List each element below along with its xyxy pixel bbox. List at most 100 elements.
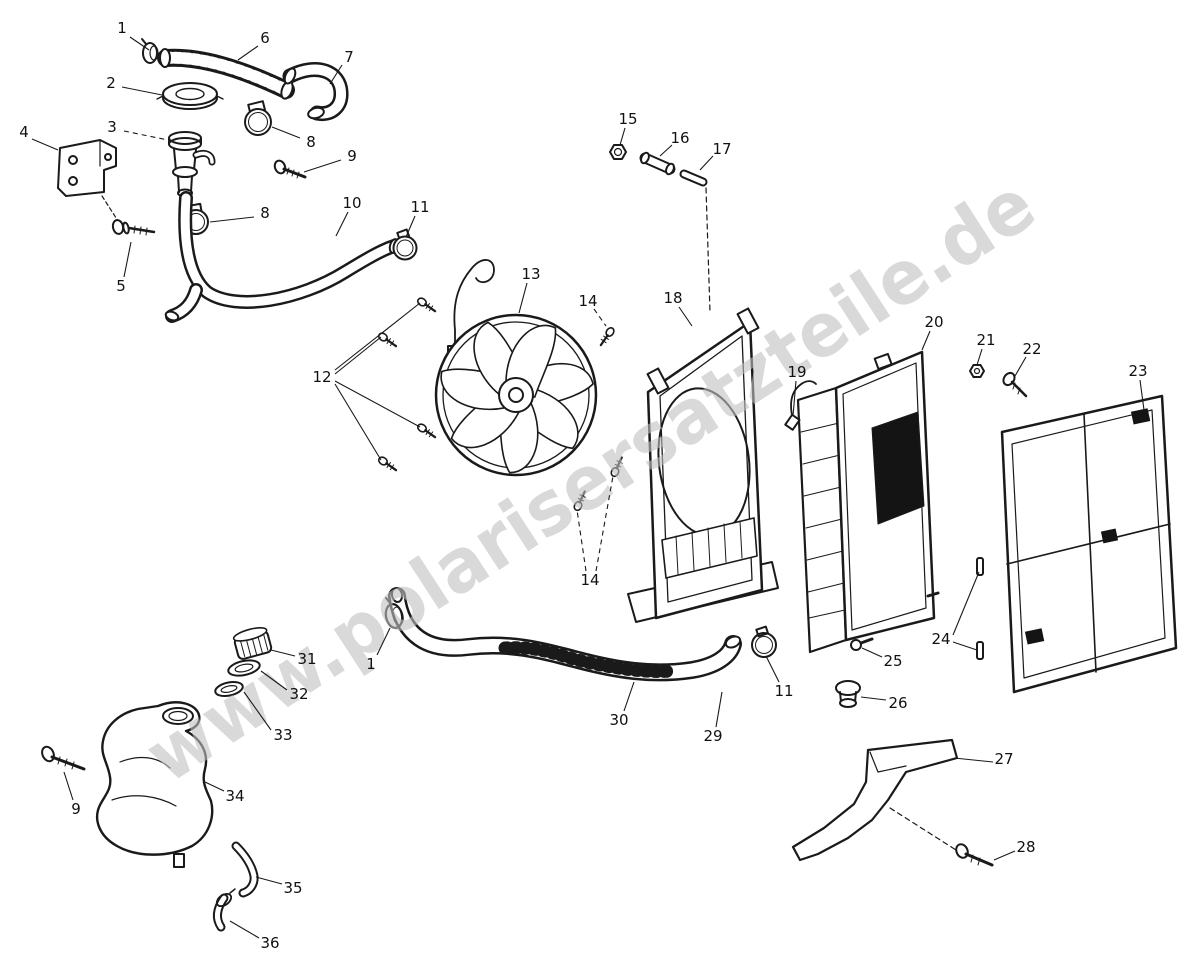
part-number-label: 31	[297, 650, 316, 668]
part-number-label: 20	[924, 313, 943, 331]
hose-clamp-8a-icon	[244, 100, 272, 136]
part-number-label: 30	[609, 711, 628, 729]
leader-line	[1014, 356, 1027, 377]
upper-radiator-hose	[164, 191, 401, 323]
leader-line	[334, 302, 421, 371]
part-number-label: 11	[410, 198, 429, 216]
vent-hose-35	[231, 841, 259, 898]
leader-line	[953, 757, 994, 763]
cooling-fan	[432, 259, 598, 478]
leader-line	[623, 681, 635, 712]
cap-seal-32	[227, 659, 261, 677]
filler-neck	[168, 131, 216, 198]
part-number-label: 3	[107, 118, 117, 136]
part-number-label: 9	[347, 147, 357, 165]
part-number-label: 32	[289, 685, 308, 703]
fan-shroud-frame	[627, 307, 779, 623]
leader-line	[271, 126, 301, 139]
part-number-label: 17	[712, 140, 731, 158]
sensor-wire-19	[784, 380, 817, 431]
part-number-label: 28	[1016, 838, 1035, 856]
leader-line	[270, 649, 296, 657]
leader-line	[209, 216, 255, 223]
leader-line	[765, 655, 780, 683]
leader-line	[593, 308, 607, 327]
coolant-bottle	[95, 701, 214, 868]
part-number-label: 29	[703, 727, 722, 745]
rubber-grommet-26	[835, 680, 861, 708]
radiator	[796, 350, 940, 654]
leader-line	[576, 509, 587, 572]
leader-line	[699, 155, 714, 171]
leader-line	[715, 691, 723, 728]
leader-line	[518, 282, 528, 314]
part-number-label: 23	[1128, 362, 1147, 380]
drain-hose-36	[212, 888, 236, 932]
part-number-label: 1	[366, 655, 376, 673]
lower-bracket-27	[791, 738, 959, 862]
leader-line	[993, 850, 1016, 861]
leader-line	[921, 330, 931, 351]
hose-clamp-11b-icon	[751, 625, 777, 658]
leader-line	[335, 211, 349, 237]
gasket-33	[214, 681, 244, 697]
leader-line	[260, 670, 288, 691]
bottle-cap-31	[232, 627, 273, 660]
mount-bracket	[57, 139, 121, 225]
leader-line	[129, 36, 150, 51]
hose-clamp-1b-icon	[384, 597, 404, 629]
leader-line	[334, 383, 382, 461]
part-number-label: 35	[283, 879, 302, 897]
screw-9a-icon	[273, 159, 307, 179]
screen-clips-24	[976, 557, 984, 660]
part-number-label: 33	[273, 726, 292, 744]
radiator-cap	[156, 82, 224, 110]
leader-line	[792, 380, 797, 417]
leader-line	[123, 130, 169, 141]
part-number-label: 6	[260, 29, 270, 47]
leader-line	[860, 696, 887, 701]
screw-5-icon	[111, 219, 156, 236]
leader-line	[63, 771, 74, 801]
part-number-label: 10	[342, 194, 361, 212]
leader-line	[678, 306, 693, 327]
leader-line	[595, 475, 614, 572]
leader-line	[334, 380, 421, 428]
leader-line	[229, 920, 260, 939]
upper-outlet-hose	[282, 62, 349, 122]
part-number-label: 34	[225, 787, 244, 805]
part-number-label: 5	[116, 277, 126, 295]
screw-22-icon	[1002, 371, 1028, 398]
part-number-label: 22	[1022, 340, 1041, 358]
leader-line	[659, 144, 673, 157]
drain-fitting-25	[850, 637, 874, 651]
part-number-label: 36	[260, 934, 279, 952]
part-number-label: 14	[580, 571, 599, 589]
part-number-label: 27	[994, 750, 1013, 768]
hose-clamp-small-icon	[141, 38, 159, 64]
leader-line	[952, 641, 978, 651]
fittings-15-16-17	[609, 144, 711, 313]
leader-line	[31, 138, 59, 151]
leader-line	[123, 241, 132, 278]
leader-line	[952, 571, 980, 636]
part-number-label: 7	[344, 48, 354, 66]
debris-screen	[1000, 394, 1178, 694]
part-number-label: 21	[976, 331, 995, 349]
part-number-label: 19	[787, 363, 806, 381]
part-number-label: 18	[663, 289, 682, 307]
part-number-label: 13	[521, 265, 540, 283]
part-number-label: 24	[931, 630, 950, 648]
part-number-label: 2	[106, 74, 116, 92]
leader-line	[237, 45, 259, 61]
leader-line	[255, 876, 283, 885]
part-number-label: 14	[578, 292, 597, 310]
leader-line	[976, 348, 983, 366]
leader-line	[243, 691, 272, 731]
part-number-label: 11	[774, 682, 793, 700]
part-number-label: 26	[888, 694, 907, 712]
leader-line	[376, 627, 391, 656]
